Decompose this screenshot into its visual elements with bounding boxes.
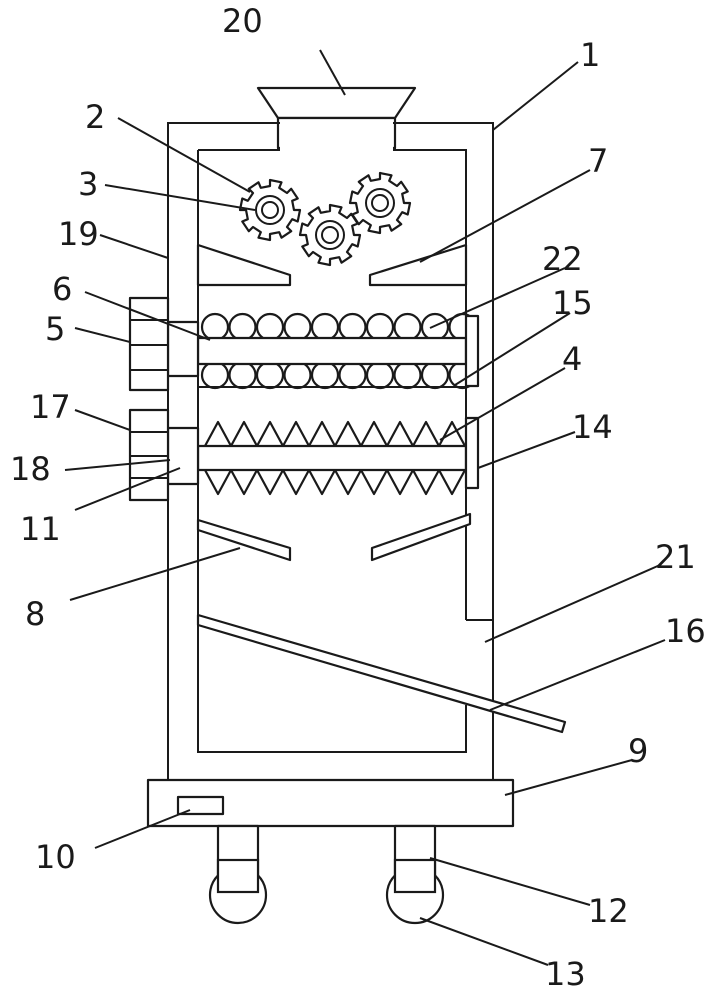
- lower-bearing-right: [464, 416, 480, 490]
- label-17: 17: [30, 388, 71, 426]
- gear-center-icon: [298, 203, 362, 267]
- gear-left-icon: [238, 178, 302, 242]
- label-21: 21: [655, 538, 696, 576]
- label-10: 10: [35, 838, 76, 876]
- upper-bearing-right: [464, 314, 480, 388]
- label-3: 3: [78, 165, 98, 203]
- label-22: 22: [542, 240, 583, 278]
- label-20: 20: [222, 2, 263, 40]
- label-16: 16: [665, 612, 706, 650]
- label-2: 2: [85, 98, 105, 136]
- label-6: 6: [52, 270, 72, 308]
- lower-guide-plate-right: [370, 512, 472, 562]
- label-11: 11: [20, 510, 61, 548]
- label-13: 13: [545, 955, 586, 993]
- lower-motor-coupling: [166, 426, 200, 486]
- hopper: [256, 86, 417, 120]
- upper-shaft: [196, 336, 468, 366]
- upper-guide-plate-left: [196, 243, 292, 287]
- label-15: 15: [552, 284, 593, 322]
- label-12: 12: [588, 892, 629, 930]
- lower-shaft: [196, 444, 468, 472]
- crusher-teeth: [204, 420, 466, 496]
- label-1: 1: [580, 36, 600, 74]
- discharge-opening-gap: [467, 622, 492, 702]
- label-19: 19: [58, 215, 99, 253]
- hopper-opening: [280, 120, 393, 152]
- label-7: 7: [588, 142, 608, 180]
- label-5: 5: [45, 310, 65, 348]
- label-9: 9: [628, 732, 648, 770]
- gear-right-icon: [348, 171, 412, 235]
- inclined-screen: [196, 613, 567, 734]
- lower-guide-plate-left: [196, 518, 292, 562]
- upper-guide-plate-right: [368, 243, 468, 287]
- label-14: 14: [572, 408, 613, 446]
- label-8: 8: [25, 595, 45, 633]
- label-4: 4: [562, 340, 582, 378]
- label-18: 18: [10, 450, 51, 488]
- upper-motor-coupling: [166, 320, 200, 378]
